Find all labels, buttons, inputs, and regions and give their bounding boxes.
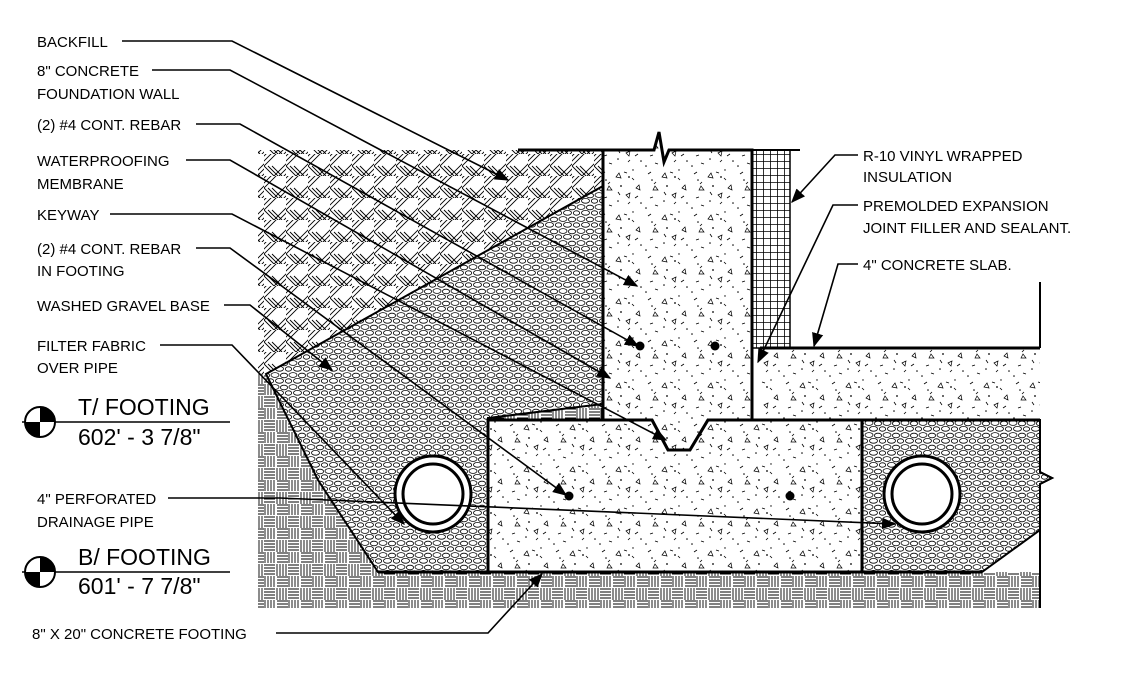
elevation-marker-icon xyxy=(22,406,230,438)
label-gravel: WASHED GRAVEL BASE xyxy=(37,298,210,315)
label-slab: 4" CONCRETE SLAB. xyxy=(863,257,1012,274)
label-joint-line1: PREMOLDED EXPANSION xyxy=(863,198,1049,215)
rebar-footing-1 xyxy=(564,491,574,501)
backfill-area xyxy=(258,150,603,318)
rebar-wall-2 xyxy=(710,341,720,351)
label-membrane-line1: WATERPROOFING xyxy=(37,153,170,170)
label-wall-line2: FOUNDATION WALL xyxy=(37,86,180,103)
top-footing-value: 602' - 3 7/8" xyxy=(78,424,201,450)
label-insulation-line2: INSULATION xyxy=(863,169,952,186)
label-pipe-line2: DRAINAGE PIPE xyxy=(37,514,154,531)
label-rebar-footing-line1: (2) #4 CONT. REBAR xyxy=(37,241,181,258)
elevation-marker-icon xyxy=(22,556,230,588)
label-rebar-wall: (2) #4 CONT. REBAR xyxy=(37,117,181,134)
leader-lines xyxy=(110,40,897,634)
label-fabric-line2: OVER PIPE xyxy=(37,360,118,377)
bottom-footing-value: 601' - 7 7/8" xyxy=(78,573,201,599)
earth-hatch-below xyxy=(378,572,1040,608)
label-keyway: KEYWAY xyxy=(37,207,100,224)
concrete-slab xyxy=(760,348,1040,420)
label-joint-line2: JOINT FILLER AND SEALANT. xyxy=(863,220,1071,237)
label-wall-line1: 8" CONCRETE xyxy=(37,63,139,80)
bottom-footing-title: B/ FOOTING xyxy=(78,544,211,570)
label-fabric-line1: FILTER FABRIC xyxy=(37,338,146,355)
label-pipe-line1: 4" PERFORATED xyxy=(37,491,156,508)
insulation-board xyxy=(751,149,791,349)
label-rebar-footing-line2: IN FOOTING xyxy=(37,263,125,280)
label-insulation-line1: R-10 VINYL WRAPPED xyxy=(863,148,1023,165)
rebar-footing-2 xyxy=(785,491,795,501)
label-membrane-line2: MEMBRANE xyxy=(37,176,124,193)
label-footing: 8" X 20" CONCRETE FOOTING xyxy=(32,626,247,643)
foundation-wall xyxy=(601,131,754,452)
top-footing-title: T/ FOOTING xyxy=(78,394,210,420)
drainage-pipe-left xyxy=(393,454,473,534)
drainage-pipe-right xyxy=(882,454,962,534)
label-backfill: BACKFILL xyxy=(37,34,108,51)
